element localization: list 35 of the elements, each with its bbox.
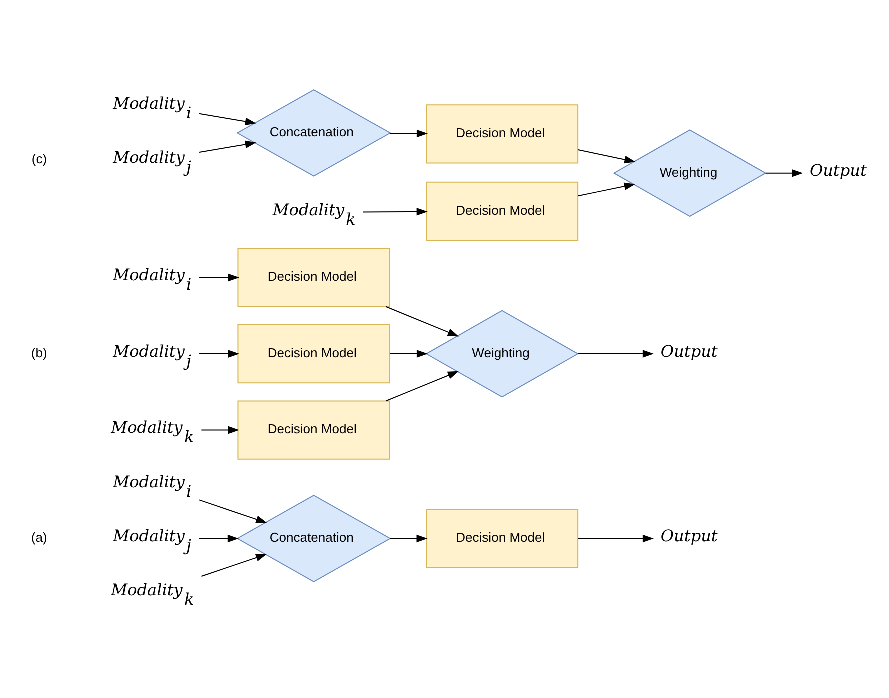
arrow xyxy=(200,534,239,542)
arrow xyxy=(390,350,428,358)
node-diamond: Weighting xyxy=(425,310,580,398)
label: (c) xyxy=(32,151,48,166)
arrow xyxy=(578,182,636,196)
arrow xyxy=(390,534,428,542)
arrow xyxy=(200,350,240,358)
node-box: Decision Model xyxy=(426,181,579,241)
arrow xyxy=(199,140,256,152)
arrow xyxy=(202,554,268,576)
label: (b) xyxy=(31,344,48,360)
node-diamond: Concatenation xyxy=(236,494,392,582)
node-text: Output xyxy=(660,341,718,360)
arrow xyxy=(578,534,654,542)
node-box: Decision Model xyxy=(426,508,579,568)
arrow xyxy=(200,273,240,282)
node-text: Output xyxy=(660,526,718,546)
arrow xyxy=(199,499,268,523)
arrow xyxy=(386,370,460,402)
node-box: Decision Model xyxy=(426,104,579,164)
node-diamond: Weighting xyxy=(613,129,767,217)
arrow xyxy=(202,426,240,434)
node-text: Output xyxy=(810,160,867,180)
arrow xyxy=(199,112,256,126)
node-box: Decision Model xyxy=(238,400,390,460)
arrow xyxy=(578,350,654,358)
arrow xyxy=(363,208,428,216)
arrow xyxy=(766,168,804,177)
arrow xyxy=(578,149,636,164)
label: (a) xyxy=(31,530,48,545)
node-box: Decision Model xyxy=(238,324,390,384)
node-diamond: Concatenation xyxy=(236,88,392,176)
arrow xyxy=(390,129,428,138)
arrow xyxy=(386,306,460,336)
node-box: Decision Model xyxy=(238,248,390,307)
